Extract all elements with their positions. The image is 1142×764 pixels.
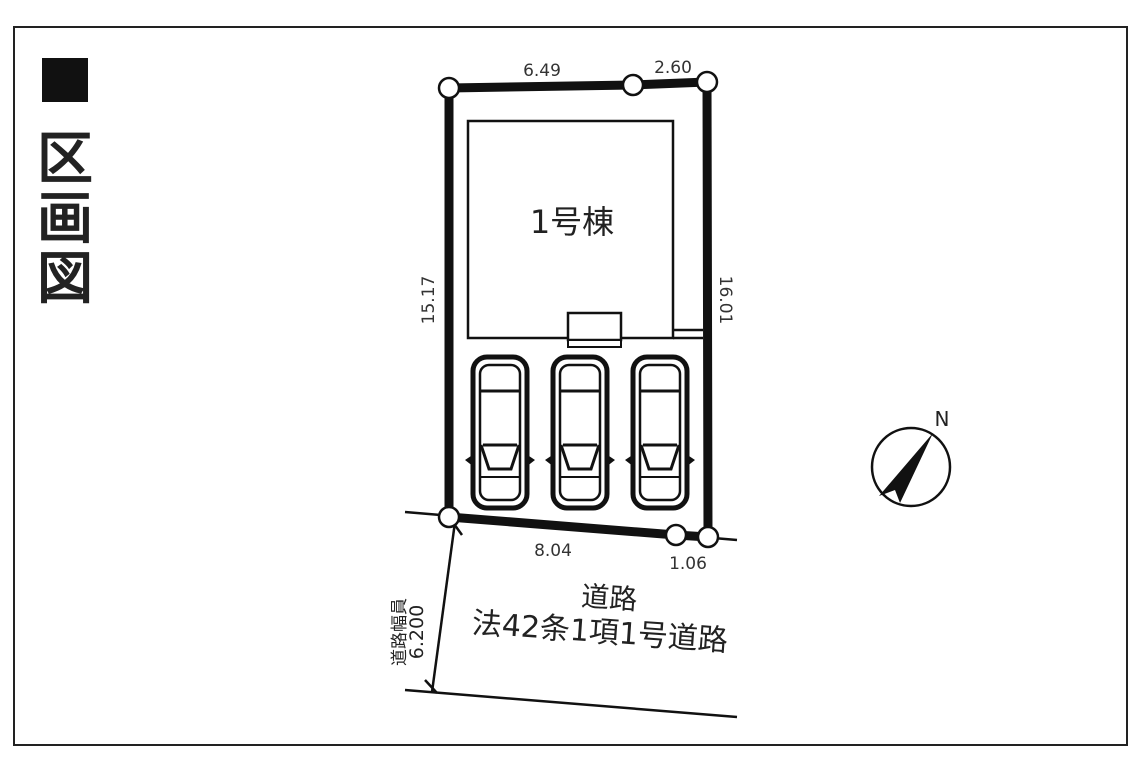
- north-arrow-icon: [879, 433, 933, 503]
- title-char-3: 図: [37, 247, 93, 312]
- boundary-marker: [621, 73, 645, 97]
- road-width-value: 6.200: [406, 605, 428, 659]
- boundary-marker: [664, 523, 688, 547]
- road-width-dimension-line: [430, 521, 457, 693]
- building-label: 1号棟: [530, 203, 614, 241]
- parking-area: [465, 354, 695, 511]
- boundary-markers: [437, 70, 720, 549]
- dim-left: 15.17: [419, 276, 439, 325]
- compass-circle: [870, 426, 952, 508]
- dim-bottom-left: 8.04: [534, 541, 572, 561]
- car-icon: [465, 354, 535, 511]
- road-width-label: 道路幅員: [390, 598, 410, 666]
- car-icon: [625, 354, 695, 511]
- title-char-2: 画: [37, 187, 93, 252]
- boundary-marker: [437, 76, 461, 100]
- boundary-marker: [696, 525, 720, 549]
- road-edge-bottom: [404, 688, 738, 719]
- boundary-marker: [437, 505, 461, 529]
- road-name: 道路: [580, 580, 638, 617]
- frame-border: [13, 26, 1128, 746]
- dimension-tick: [424, 679, 438, 694]
- title-char-1: 区: [37, 127, 93, 192]
- dim-top-left: 6.49: [523, 61, 561, 81]
- boundary-marker: [695, 70, 719, 94]
- dim-right: 16.01: [715, 276, 735, 325]
- entrance: [566, 311, 623, 342]
- compass-north-label: N: [935, 407, 950, 431]
- road-classification: 法42条1項1号道路: [471, 606, 729, 659]
- title-marker: [42, 58, 88, 102]
- car-icon: [545, 354, 615, 511]
- dim-bottom-right: 1.06: [669, 554, 707, 574]
- north-compass: N: [870, 407, 952, 508]
- entrance-step: [567, 339, 622, 348]
- dim-top-right: 2.60: [654, 58, 692, 78]
